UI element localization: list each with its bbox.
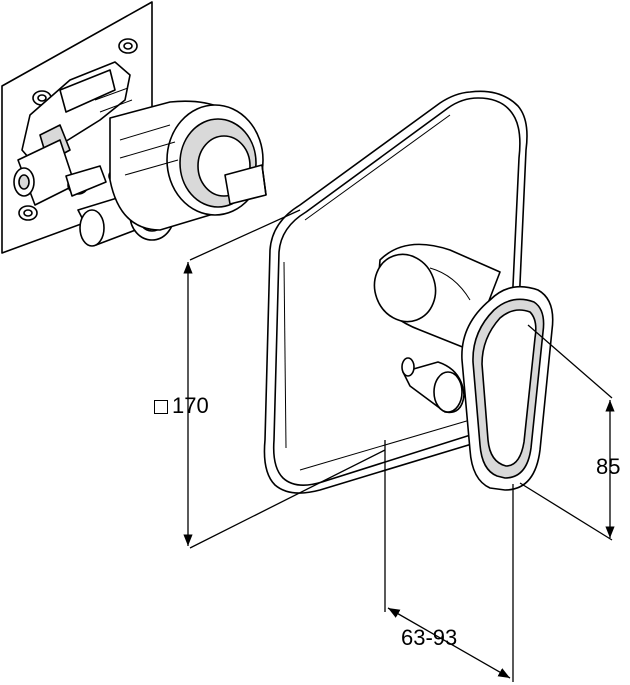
dimension-line-63-93 bbox=[387, 607, 511, 679]
lever-handle bbox=[373, 243, 554, 491]
dimension-label-170: 170 bbox=[154, 395, 209, 417]
dimension-label-85: 85 bbox=[596, 454, 621, 479]
dimension-value-170: 170 bbox=[172, 393, 209, 418]
dimension-label-63-93: 63-93 bbox=[401, 625, 458, 650]
concealed-valve-body bbox=[1, 1, 267, 254]
dimension-lines bbox=[183, 209, 615, 682]
square-symbol-icon bbox=[154, 400, 168, 414]
